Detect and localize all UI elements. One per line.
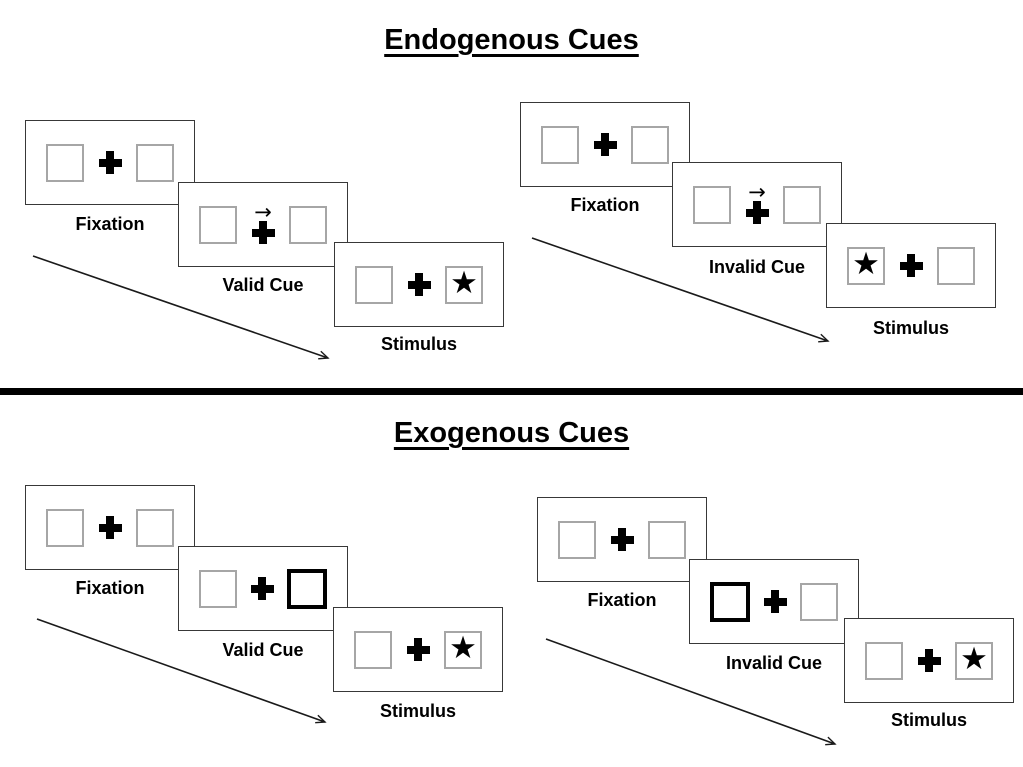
left-box <box>865 641 903 680</box>
section-divider <box>0 388 1023 395</box>
right-box <box>937 246 975 285</box>
star-icon: ★ <box>450 264 478 301</box>
right-box <box>648 520 686 559</box>
panel-invalid-cue: → <box>672 162 842 247</box>
panel-label: Stimulus <box>872 318 949 338</box>
fixation-cross-icon <box>251 221 275 244</box>
fixation-cross-icon <box>763 590 787 613</box>
panel-valid-cue: → <box>178 182 348 267</box>
right-box: ★ <box>445 264 483 304</box>
right-box <box>783 185 821 224</box>
panel-stimulus: ★ <box>844 618 1014 703</box>
panel-label: Valid Cue <box>222 640 304 660</box>
fixation-cross-icon <box>406 638 430 661</box>
left-box <box>354 630 392 669</box>
panel-label: Invalid Cue <box>708 257 806 277</box>
panel-stimulus: ★ <box>333 607 503 692</box>
panel-stimulus: ★ <box>826 223 996 308</box>
star-icon: ★ <box>852 245 880 282</box>
left-box <box>541 125 579 164</box>
panel-stimulus: ★ <box>334 242 504 327</box>
panel-label: Stimulus <box>890 710 967 730</box>
panel-label: Stimulus <box>380 334 457 354</box>
left-box <box>46 143 84 182</box>
panel-label: Stimulus <box>379 701 456 721</box>
panel-label: Fixation <box>570 195 640 215</box>
left-box <box>355 265 393 304</box>
right-box <box>800 582 838 621</box>
fixation-cross-icon <box>407 273 431 296</box>
fixation-cross-icon <box>593 133 617 156</box>
panel-label: Invalid Cue <box>725 653 823 673</box>
right-box <box>136 143 174 182</box>
star-icon: ★ <box>449 629 477 666</box>
panel-fixation <box>25 120 195 205</box>
left-box <box>558 520 596 559</box>
right-box <box>289 205 327 244</box>
panel-invalid-cue <box>689 559 859 644</box>
panel-fixation <box>520 102 690 187</box>
left-box <box>199 569 237 608</box>
right-box: ★ <box>444 629 482 669</box>
fixation-cross-icon <box>98 516 122 539</box>
cue-arrow-icon: → <box>254 200 272 224</box>
section-title-exogenous: Exogenous Cues <box>393 417 630 449</box>
timeline-arrow <box>36 618 327 724</box>
panel-fixation <box>537 497 707 582</box>
left-box: ★ <box>847 245 885 285</box>
panel-label: Valid Cue <box>222 275 304 295</box>
left-box-cued <box>710 581 750 622</box>
panel-fixation <box>25 485 195 570</box>
fixation-cross-icon <box>610 528 634 551</box>
star-icon: ★ <box>960 640 988 677</box>
right-box-cued <box>287 568 327 609</box>
panel-label: Fixation <box>75 214 145 234</box>
right-box: ★ <box>955 640 993 680</box>
fixation-cross-icon <box>899 254 923 277</box>
panel-label: Fixation <box>587 590 657 610</box>
left-box <box>693 185 731 224</box>
timeline-arrow <box>545 638 837 746</box>
panel-label: Fixation <box>75 578 145 598</box>
timeline-arrow <box>531 237 830 343</box>
fixation-cross-icon <box>250 577 274 600</box>
fixation-cross-icon <box>917 649 941 672</box>
timeline-arrow <box>32 255 330 360</box>
panel-valid-cue <box>178 546 348 631</box>
fixation-cross-icon <box>98 151 122 174</box>
left-box <box>46 508 84 547</box>
left-box <box>199 205 237 244</box>
right-box <box>136 508 174 547</box>
fixation-cross-icon <box>745 201 769 224</box>
cue-arrow-icon: → <box>748 180 766 204</box>
section-title-endogenous: Endogenous Cues <box>384 24 639 56</box>
right-box <box>631 125 669 164</box>
